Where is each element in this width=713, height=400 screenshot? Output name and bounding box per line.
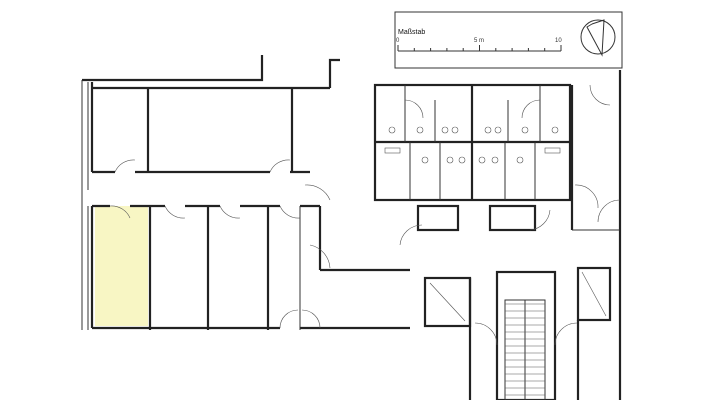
- scale-label: Maßstab: [398, 29, 425, 36]
- highlighted-room: [95, 206, 148, 326]
- left-wing: [81, 55, 410, 330]
- scale-legend: Maßstab 0 5 m 10: [394, 11, 623, 69]
- scale-tick-5: 5 m: [474, 38, 484, 44]
- elevator-left: [423, 276, 472, 400]
- compass-north-arrow-icon: [580, 19, 616, 57]
- stairwell: [474, 270, 578, 400]
- scale-tick-10: 10: [555, 38, 562, 44]
- restroom-block: [373, 83, 572, 246]
- right-wing: [570, 70, 622, 400]
- scale-tick-0: 0: [396, 38, 400, 44]
- elevator-right: [576, 266, 612, 400]
